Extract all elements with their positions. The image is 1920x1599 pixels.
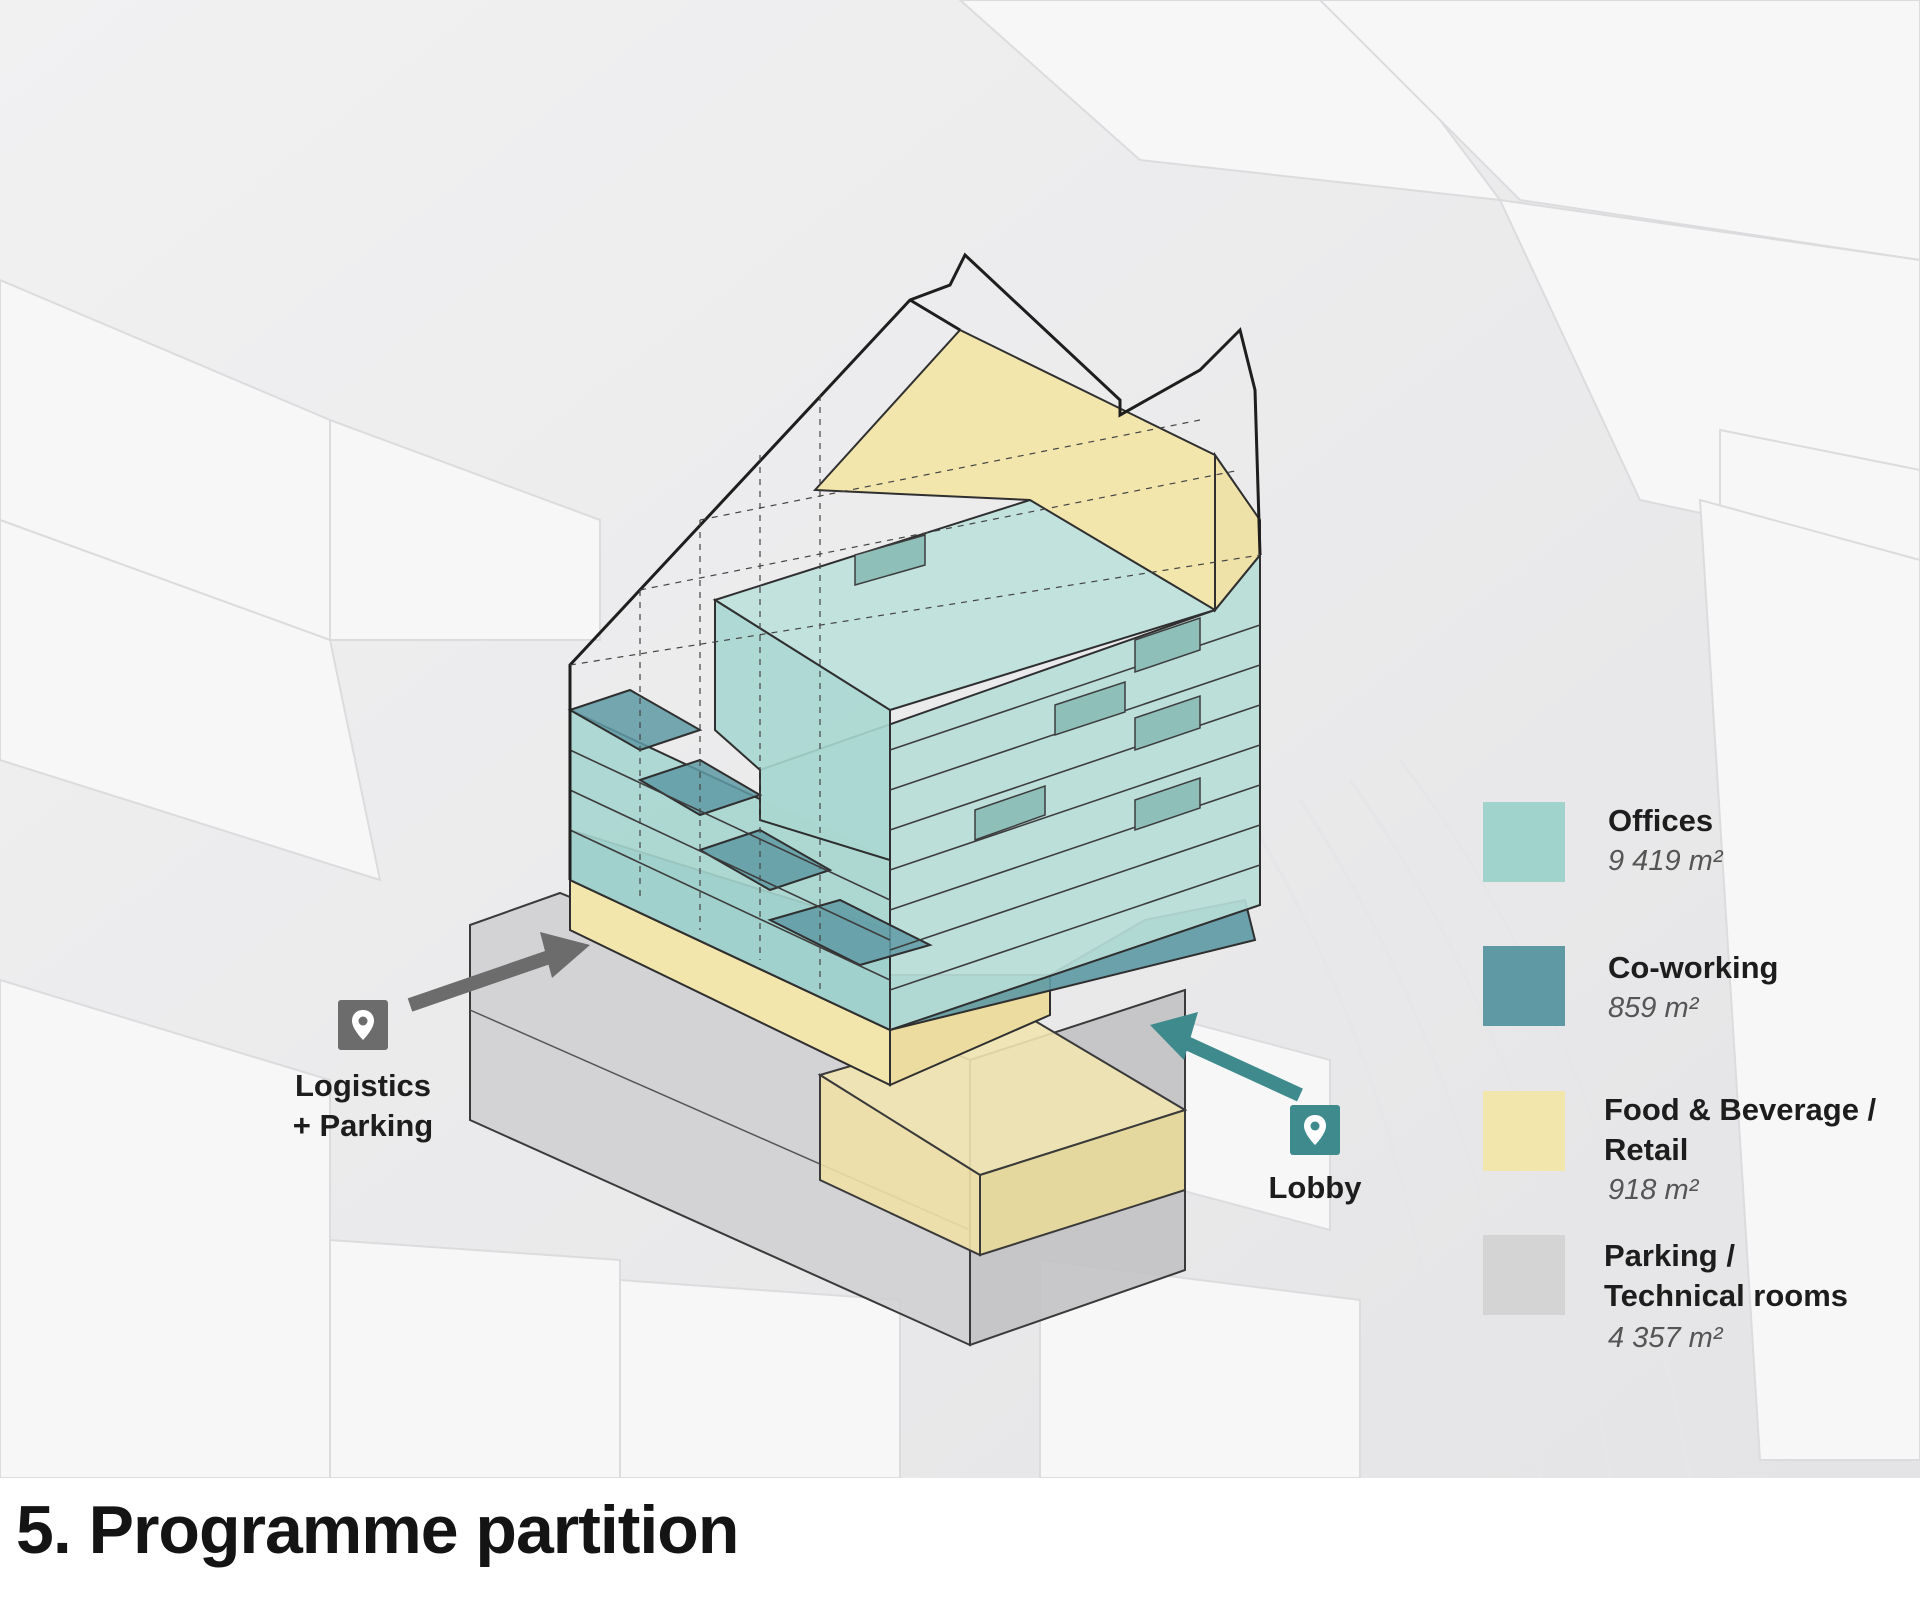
legend-label-coworking: Co-working (1608, 950, 1779, 985)
location-pin-icon (352, 1010, 374, 1040)
legend-area-parking-technical: 4 357 m² (1608, 1322, 1723, 1354)
logistics-label: Logistics + Parking (292, 1068, 434, 1143)
legend-area-offices: 9 419 m² (1608, 845, 1723, 877)
logistics-marker-icon (338, 1000, 388, 1050)
page-title: 5. Programme partition (16, 1492, 739, 1568)
legend-swatch-food-retail (1483, 1091, 1565, 1171)
logistics-arrow (407, 932, 590, 1012)
legend-swatch-coworking (1483, 946, 1565, 1026)
envelope-dashed-grid (569, 395, 1261, 990)
legend-label-parking-technical: Parking / Technical rooms (1604, 1238, 1849, 1313)
ground-floor-retail (569, 878, 1051, 1087)
legend-label-offices: Offices (1608, 803, 1714, 838)
location-pin-icon (1304, 1115, 1326, 1145)
lobby-label: Lobby (1268, 1170, 1362, 1205)
legend-area-coworking: 859 m² (1608, 992, 1699, 1024)
coworking-terraces (567, 688, 933, 967)
legend-label-food-retail: Food & Beverage / Retail (1604, 1092, 1877, 1167)
city-context (0, 0, 1920, 1478)
lobby-arrow (1150, 1012, 1303, 1102)
lobby-marker-icon (1290, 1105, 1340, 1155)
retail-podium (817, 1013, 1188, 1257)
envelope-outline (568, 252, 1262, 880)
axonometric-diagram (0, 0, 1920, 1478)
legend-swatch-parking-technical (1483, 1235, 1565, 1315)
facade-openings (854, 534, 1201, 842)
legend-area-food-retail: 918 m² (1608, 1174, 1699, 1206)
legend-swatch-offices (1483, 802, 1565, 882)
